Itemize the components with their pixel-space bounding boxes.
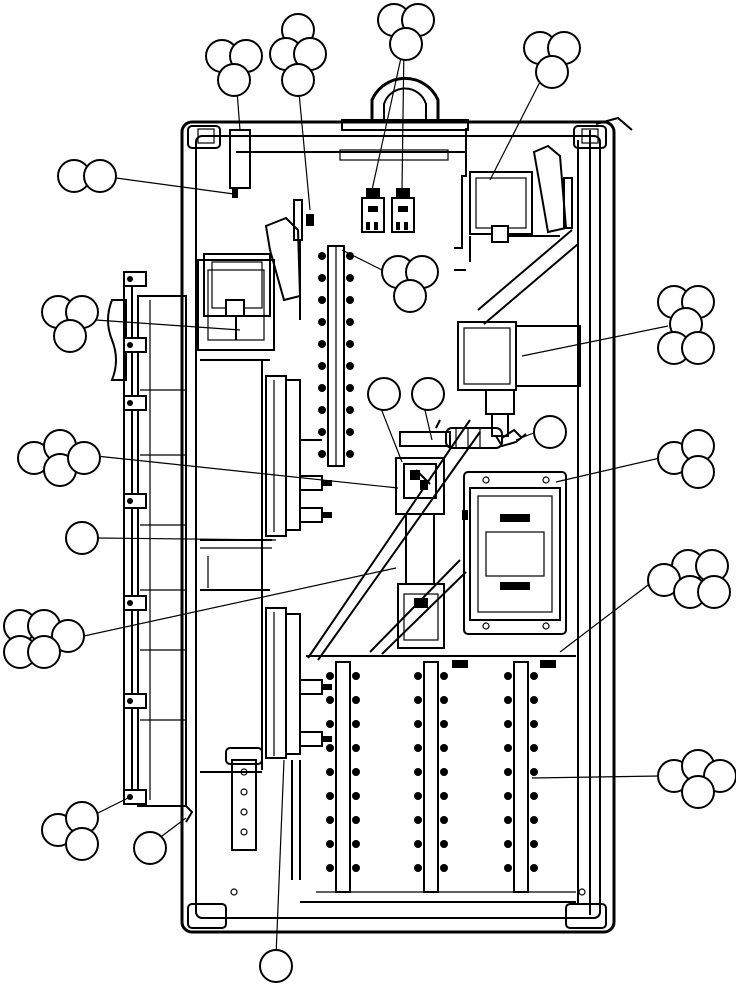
ground-bar <box>225 747 586 896</box>
left-din-rail <box>107 271 194 823</box>
callout-bubbles <box>3 3 736 983</box>
left-center-terminal-blocks <box>265 375 332 759</box>
top-mounting-rail <box>236 149 466 161</box>
upper-terminal-strip <box>318 245 354 467</box>
center-switch-assembly <box>307 419 481 661</box>
left-contactor <box>203 199 314 340</box>
bottom-terminal-strips <box>306 655 576 893</box>
cabinet-enclosure <box>180 116 633 934</box>
upper-right-contactor <box>454 128 579 325</box>
relay-pair <box>361 188 415 233</box>
leader-lines <box>83 43 669 957</box>
top-left-breaker <box>229 129 251 198</box>
solenoid-valve <box>399 321 581 449</box>
lifting-eye <box>341 76 469 131</box>
controller-board <box>462 471 567 635</box>
